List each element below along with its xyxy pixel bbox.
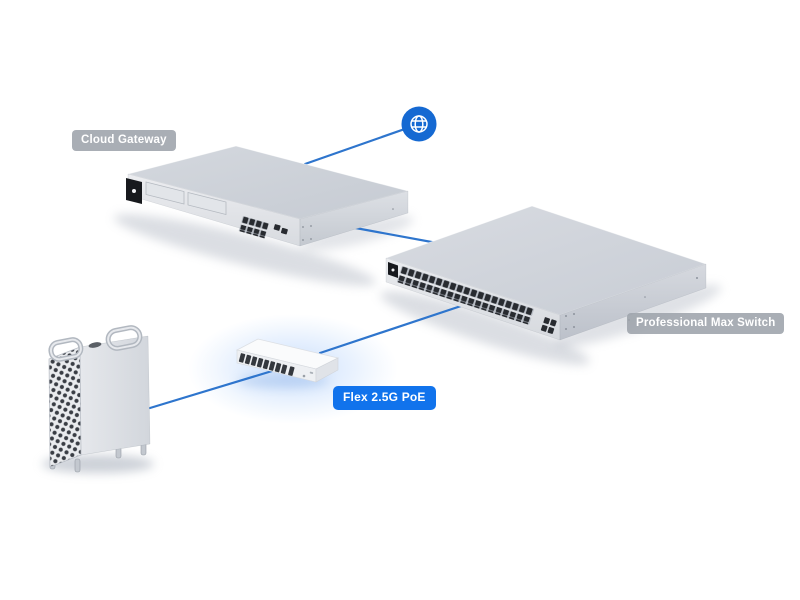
connection-switch-flex <box>318 297 484 355</box>
flex-25g-poe-device <box>235 338 340 383</box>
connection-flex-workstation <box>148 366 284 410</box>
cloud-gateway-sfp-ports <box>273 224 288 235</box>
workstation-handle <box>105 325 143 351</box>
globe-icon <box>401 106 437 142</box>
switch-display-logo <box>391 268 395 272</box>
cloud-gateway-device <box>126 145 410 247</box>
workstation-front-grille <box>48 346 82 468</box>
cloud-gateway-label: Cloud Gateway <box>72 130 176 152</box>
professional-max-switch-device <box>384 205 708 341</box>
cloud-gateway-drive-bay <box>187 191 227 216</box>
flex-reset-button <box>302 374 306 378</box>
switch-sfp-ports <box>540 317 557 334</box>
flex-right-face <box>315 357 339 383</box>
flex-status-led <box>309 371 314 374</box>
cloud-gateway-drive-bay <box>145 181 185 205</box>
connection-lines <box>148 122 484 410</box>
switch-ethernet-ports <box>396 266 535 325</box>
workstation-side-face <box>79 335 151 456</box>
switch-right-face <box>559 263 707 341</box>
flex-poe-label: Flex 2.5G PoE <box>333 386 436 410</box>
cloud-gateway-right-face <box>299 190 409 247</box>
workstation-tower-device <box>48 325 151 473</box>
workstation-handle <box>48 337 84 362</box>
flex-ethernet-ports <box>238 353 295 376</box>
cloud-gateway-screws <box>302 208 394 241</box>
device-shadows <box>42 214 722 473</box>
cloud-gateway-ethernet-ports <box>238 216 269 239</box>
connection-internet-gateway <box>303 122 421 166</box>
professional-max-switch-label: Professional Max Switch <box>627 313 785 335</box>
cloud-gateway-display-logo <box>132 189 136 193</box>
workstation-top-vent <box>88 342 102 348</box>
